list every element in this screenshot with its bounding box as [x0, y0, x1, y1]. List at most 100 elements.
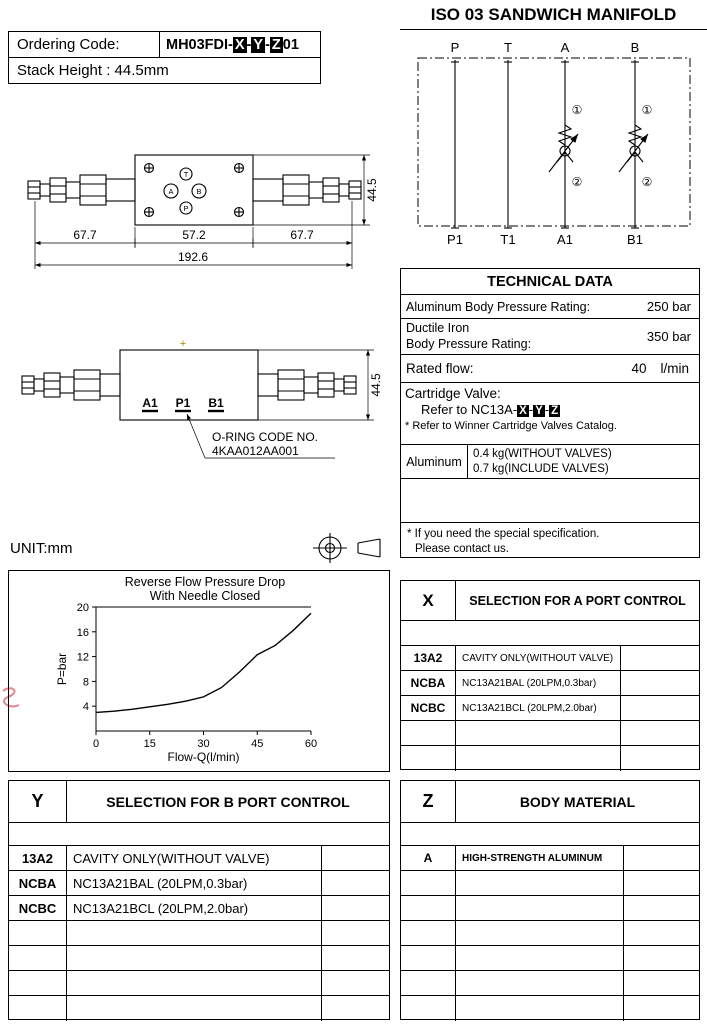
chart-y-tick-label: 8 — [83, 676, 89, 688]
valve-b-marker-2: ② — [642, 175, 653, 189]
table-row-empty — [401, 996, 699, 1021]
alu-pressure-value: 250 bar — [646, 299, 691, 314]
front-view-dimensions: 44.5 — [258, 349, 383, 421]
table-x-gap — [401, 621, 699, 646]
oring-code-value: 4KAA012AA001 — [212, 444, 299, 458]
table-x-key: X — [401, 581, 456, 620]
schematic-port-a: A — [561, 40, 570, 55]
ordering-code-label: Ordering Code: — [17, 36, 120, 53]
manifold-body-top — [134, 154, 254, 226]
schematic-port-b: B — [631, 40, 640, 55]
alu-pressure-row: Aluminum Body Pressure Rating: 250 bar — [401, 295, 699, 319]
iron-pressure-row: Ductile Iron Body Pressure Rating: 350 b… — [401, 319, 699, 355]
top-view-port-t: T — [184, 170, 189, 179]
registration-plus-mark: + — [180, 338, 186, 350]
iron-pressure-value: 350 bar — [646, 329, 691, 344]
cartridge-z: Z — [549, 405, 561, 417]
valve-a-marker-2: ② — [572, 175, 583, 189]
chart-y-tick-label: 20 — [77, 602, 89, 614]
chart-x-tick-label: 30 — [197, 738, 209, 750]
front-view-port-b1: B1 — [208, 396, 224, 410]
left-cartridge-valve-front — [21, 369, 121, 401]
valve-a-marker-1: ① — [572, 103, 583, 117]
special-spec-note-2: Please contact us. — [415, 542, 509, 555]
table-row: NCBC NC13A21BCL (20LPM,2.0bar) — [9, 896, 389, 921]
rated-flow-row: Rated flow: 40 l/min — [401, 355, 699, 383]
alu-pressure-label: Aluminum Body Pressure Rating: — [406, 299, 591, 314]
cartridge-sep1: - — [528, 402, 534, 417]
schematic-port-p1: P1 — [447, 232, 463, 247]
table-y-key: Y — [9, 781, 67, 822]
schematic-port-b1: B1 — [627, 232, 643, 247]
table-row: A HIGH-STRENGTH ALUMINUM — [401, 846, 699, 871]
dim-192-6: 192.6 — [178, 250, 208, 264]
chart-x-tick-label: 0 — [93, 738, 99, 750]
table-y-title: SELECTION FOR B PORT CONTROL — [106, 793, 350, 810]
top-view-port-b: B — [196, 187, 201, 196]
iron-pressure-label-1: Ductile Iron — [406, 320, 470, 335]
schematic-port-a1: A1 — [557, 232, 573, 247]
weight-row: Aluminum 0.4 kg(WITHOUT VALVES) 0.7 kg(I… — [401, 445, 699, 479]
table-y-port-control: Y SELECTION FOR B PORT CONTROL 13A2 CAVI… — [8, 780, 390, 1021]
table-z-title: BODY MATERIAL — [519, 793, 636, 810]
dim-44-5-top: 44.5 — [365, 178, 379, 202]
table-z-gap — [401, 823, 699, 846]
table-z-body-material: Z BODY MATERIAL A HIGH-STRENGTH ALUMINUM — [400, 780, 700, 1021]
weight-values: 0.4 kg(WITHOUT VALVES) 0.7 kg(INCLUDE VA… — [468, 447, 612, 476]
unit-label: UNIT:mm — [10, 540, 73, 557]
table-row-empty — [9, 971, 389, 996]
right-cartridge-valve-front — [257, 369, 357, 401]
cartridge-valve-note: * Refer to Winner Cartridge Valves Catal… — [405, 420, 617, 432]
dim-44-5-front: 44.5 — [369, 373, 383, 397]
weight-include-valves: 0.7 kg(INCLUDE VALVES) — [473, 462, 609, 475]
table-z-key: Z — [401, 781, 456, 822]
rated-flow-label: Rated flow: — [406, 361, 474, 376]
iron-pressure-label: Ductile Iron Body Pressure Rating: — [401, 321, 531, 352]
code-sep2: - — [265, 36, 270, 53]
table-row-empty — [401, 896, 699, 921]
table-row-empty — [9, 946, 389, 971]
chart-y-tick-label: 4 — [83, 701, 89, 713]
weight-material: Aluminum — [401, 445, 468, 478]
cartridge-sep2: - — [544, 402, 550, 417]
chart-title-line2: With Needle Closed — [150, 589, 261, 603]
hydraulic-schematic: P T A B P1 T1 A1 B1 ① ② ① ② — [417, 40, 691, 247]
chart-x-tick-label: 60 — [305, 738, 317, 750]
top-view-port-p: P — [183, 204, 188, 213]
front-view-port-p1: P1 — [176, 396, 191, 410]
special-spec-note-1: * If you need the special specification. — [407, 528, 600, 540]
valve-b-marker-1: ① — [642, 103, 653, 117]
chart-title-line1: Reverse Flow Pressure Drop — [125, 575, 286, 589]
top-view-dimensions: 67.7 57.2 67.7 192.6 44.5 — [34, 154, 379, 269]
oring-callout: O-RING CODE NO. 4KAA012AA001 — [186, 413, 335, 459]
table-row: 13A2 CAVITY ONLY(WITHOUT VALVE) — [9, 846, 389, 871]
cartridge-x: X — [517, 405, 529, 417]
code-z: Z — [269, 36, 283, 53]
table-row: NCBA NC13A21BAL (20LPM,0.3bar) — [9, 871, 389, 896]
special-spec-note: * If you need the special specification.… — [401, 523, 699, 559]
table-x-port-control: X SELECTION FOR A PORT CONTROL 13A2 CAVI… — [400, 580, 700, 771]
code-sep1: - — [246, 36, 252, 53]
empty-spec-row — [401, 479, 699, 523]
table-row-empty — [401, 946, 699, 971]
table-x-title: SELECTION FOR A PORT CONTROL — [469, 593, 686, 608]
dim-57-2: 57.2 — [182, 228, 206, 242]
schematic-port-p: P — [451, 40, 460, 55]
table-row-empty — [401, 921, 699, 946]
schematic-port-lines — [451, 60, 639, 229]
right-cartridge-valve-top — [252, 174, 362, 206]
rated-flow-value: 40 — [631, 361, 647, 376]
chart-y-tick-label: 12 — [77, 652, 89, 664]
valve-symbol-b-line: ① ② — [618, 103, 653, 189]
schematic-boundary — [417, 57, 691, 227]
top-view-port-a: A — [168, 187, 173, 196]
cartridge-y: Y — [533, 405, 545, 417]
table-row-empty — [401, 721, 699, 746]
chart-series-line — [95, 612, 312, 714]
weight-without-valves: 0.4 kg(WITHOUT VALVES) — [473, 448, 612, 461]
rated-flow-unit: l/min — [660, 361, 689, 376]
